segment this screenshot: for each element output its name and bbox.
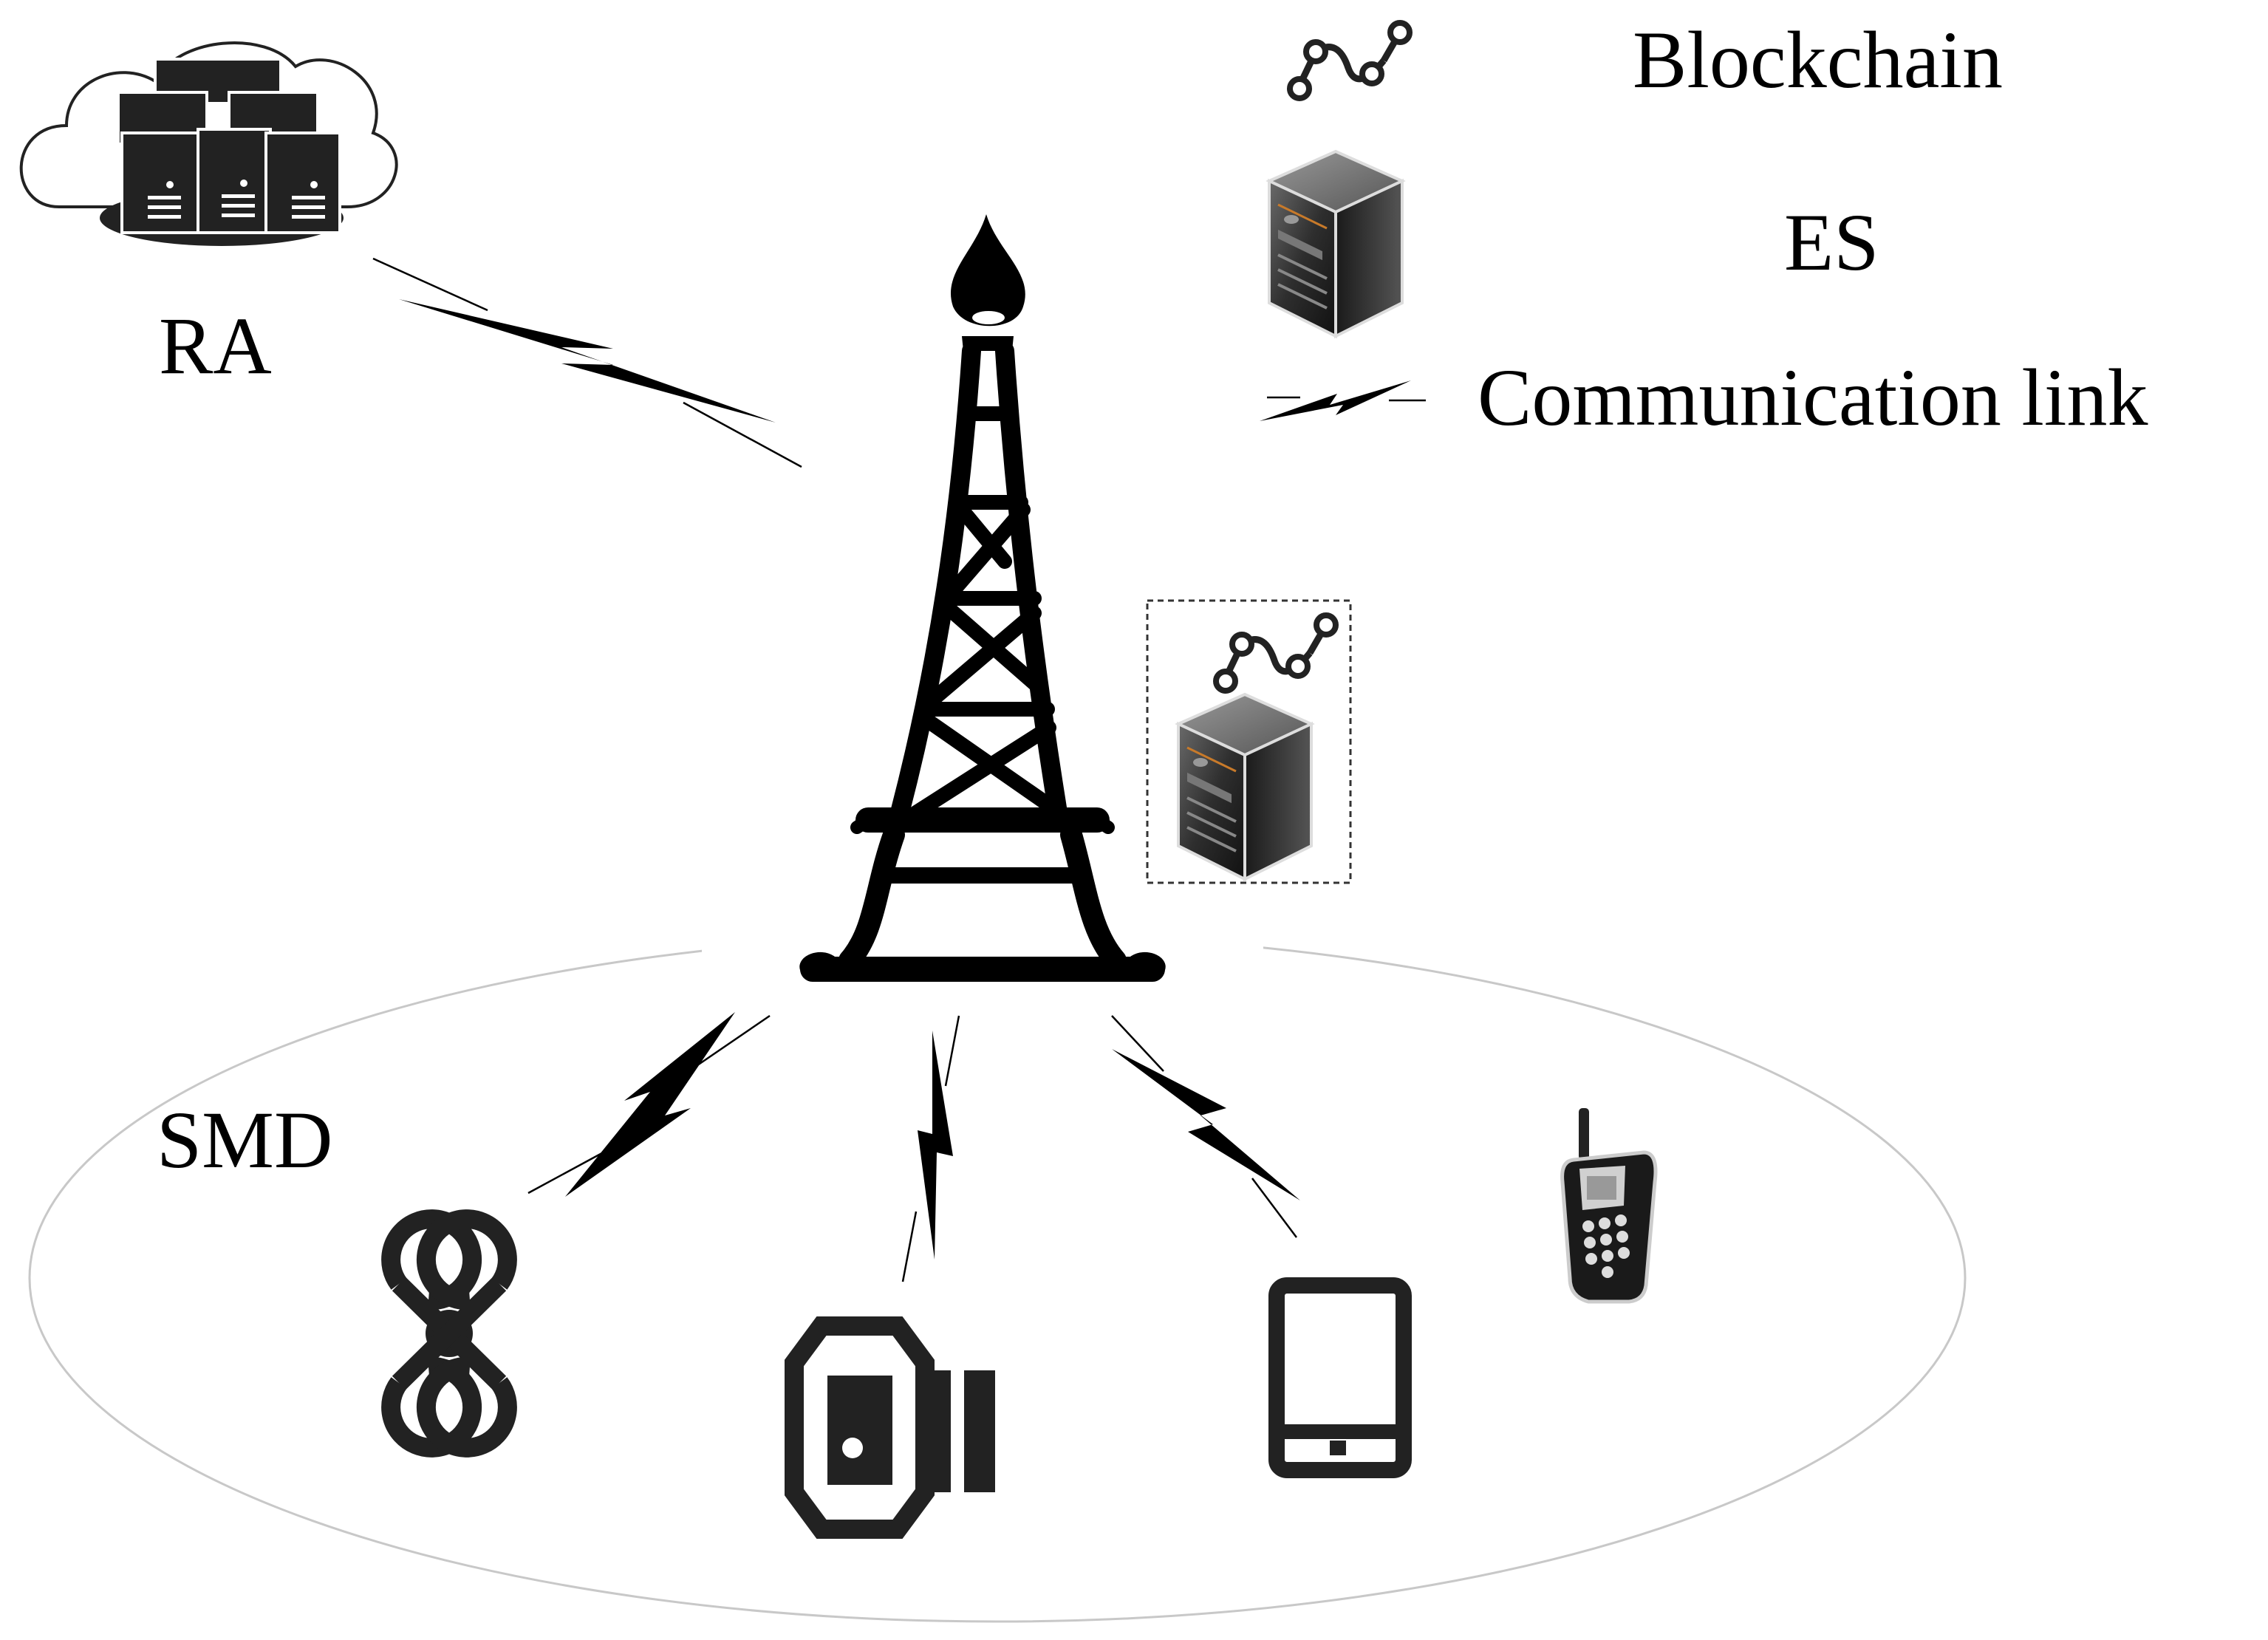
legend-blockchain-label: Blockchain [1633,15,2003,105]
legend-es-label: ES [1784,197,1879,287]
link-ra-tower [372,257,802,468]
ra-label: RA [159,301,272,391]
edge-server-icon [1177,693,1313,881]
legend-link-icon [1260,380,1426,421]
smartwatch-icon [785,1316,995,1539]
smd-label: SMD [157,1095,332,1185]
legend-es-icon [1268,150,1404,338]
drone-icon [381,1209,517,1458]
edge-server-node [1146,599,1352,884]
smd-region [28,933,1967,1623]
link-tower-watch [901,1015,960,1282]
legend-blockchain-icon [1290,23,1410,98]
legend: Blockchain ES Communication link [1260,15,2148,443]
blockchain-icon [1216,615,1336,691]
legend-link-label: Communication link [1478,352,2148,443]
link-tower-tablet [1111,1015,1300,1238]
mobile-phone-icon [1560,1108,1658,1304]
link-tower-drone [527,1012,771,1197]
tablet-icon [1268,1277,1412,1478]
tower-icon [799,214,1166,982]
cloud-server-icon [19,41,398,246]
